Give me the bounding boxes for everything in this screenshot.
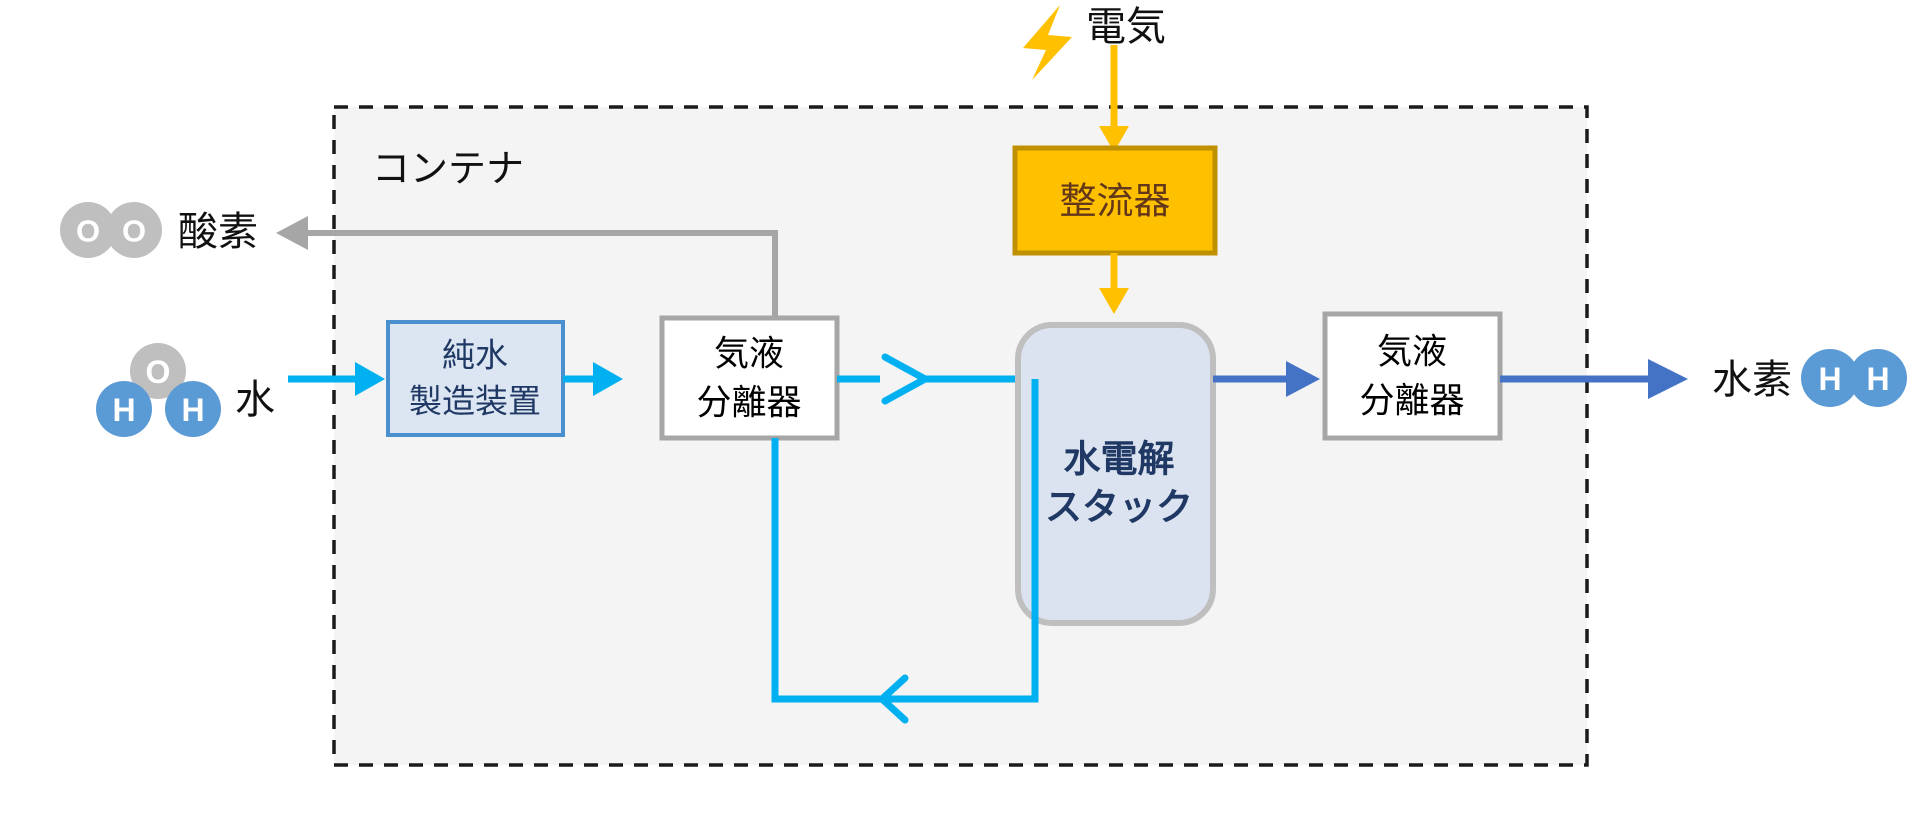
container-label: コンテナ bbox=[372, 148, 524, 190]
node-pure-water-unit[interactable]: 純水 製造装置 bbox=[386, 320, 565, 437]
separator1-label-line2: 分離器 bbox=[696, 384, 801, 423]
oxygen-molecule-icon: O O bbox=[60, 202, 162, 258]
oxygen-atom-1-label: O bbox=[76, 214, 100, 249]
water-label: 水 bbox=[235, 378, 275, 422]
flow-pure-water-unit-to-separator1 bbox=[563, 362, 623, 396]
oxygen-atom-2-label: O bbox=[122, 214, 146, 249]
water-atom-h2-label: H bbox=[181, 392, 204, 428]
hydrogen-molecule-icon: H H bbox=[1801, 349, 1907, 407]
water-molecule-icon: O H H bbox=[96, 343, 221, 437]
pure-water-unit-label-line2: 製造装置 bbox=[409, 383, 541, 420]
flow-stack-to-separator2 bbox=[1213, 361, 1320, 397]
separator1-label-line1: 気液 bbox=[714, 335, 784, 374]
flow-rectifier-to-stack bbox=[1099, 253, 1129, 314]
node-electrolysis-stack[interactable]: 水電解 スタック bbox=[1015, 322, 1216, 626]
oxygen-label: 酸素 bbox=[178, 210, 258, 254]
hydrogen-label: 水素 bbox=[1712, 358, 1792, 402]
node-gas-liquid-separator-2[interactable]: 気液 分離器 bbox=[1322, 311, 1503, 441]
electrolysis-stack-label-line2: スタック bbox=[1045, 487, 1193, 528]
flow-separator2-to-hydrogen bbox=[1500, 359, 1688, 399]
hydrogen-atom-1-label: H bbox=[1818, 361, 1841, 397]
electricity-label: 電気 bbox=[1086, 5, 1166, 49]
flow-electricity-to-rectifier bbox=[1099, 45, 1129, 152]
separator2-label-line1: 気液 bbox=[1377, 333, 1447, 372]
hydrogen-atom-2-label: H bbox=[1866, 361, 1889, 397]
electrolysis-stack-label-line1: 水電解 bbox=[1064, 439, 1175, 480]
node-rectifier[interactable]: 整流器 bbox=[1012, 145, 1218, 256]
water-atom-o-label: O bbox=[146, 354, 171, 390]
separator2-label-line2: 分離器 bbox=[1359, 382, 1464, 421]
flow-separator1-to-oxygen bbox=[276, 216, 778, 318]
node-gas-liquid-separator-1[interactable]: 気液 分離器 bbox=[659, 315, 840, 441]
rectifier-label: 整流器 bbox=[1060, 181, 1171, 222]
flow-water-to-pure-water-unit bbox=[288, 362, 385, 396]
pure-water-unit-label-line1: 純水 bbox=[442, 337, 508, 374]
lightning-bolt-icon bbox=[1023, 5, 1072, 80]
water-atom-h1-label: H bbox=[112, 392, 135, 428]
